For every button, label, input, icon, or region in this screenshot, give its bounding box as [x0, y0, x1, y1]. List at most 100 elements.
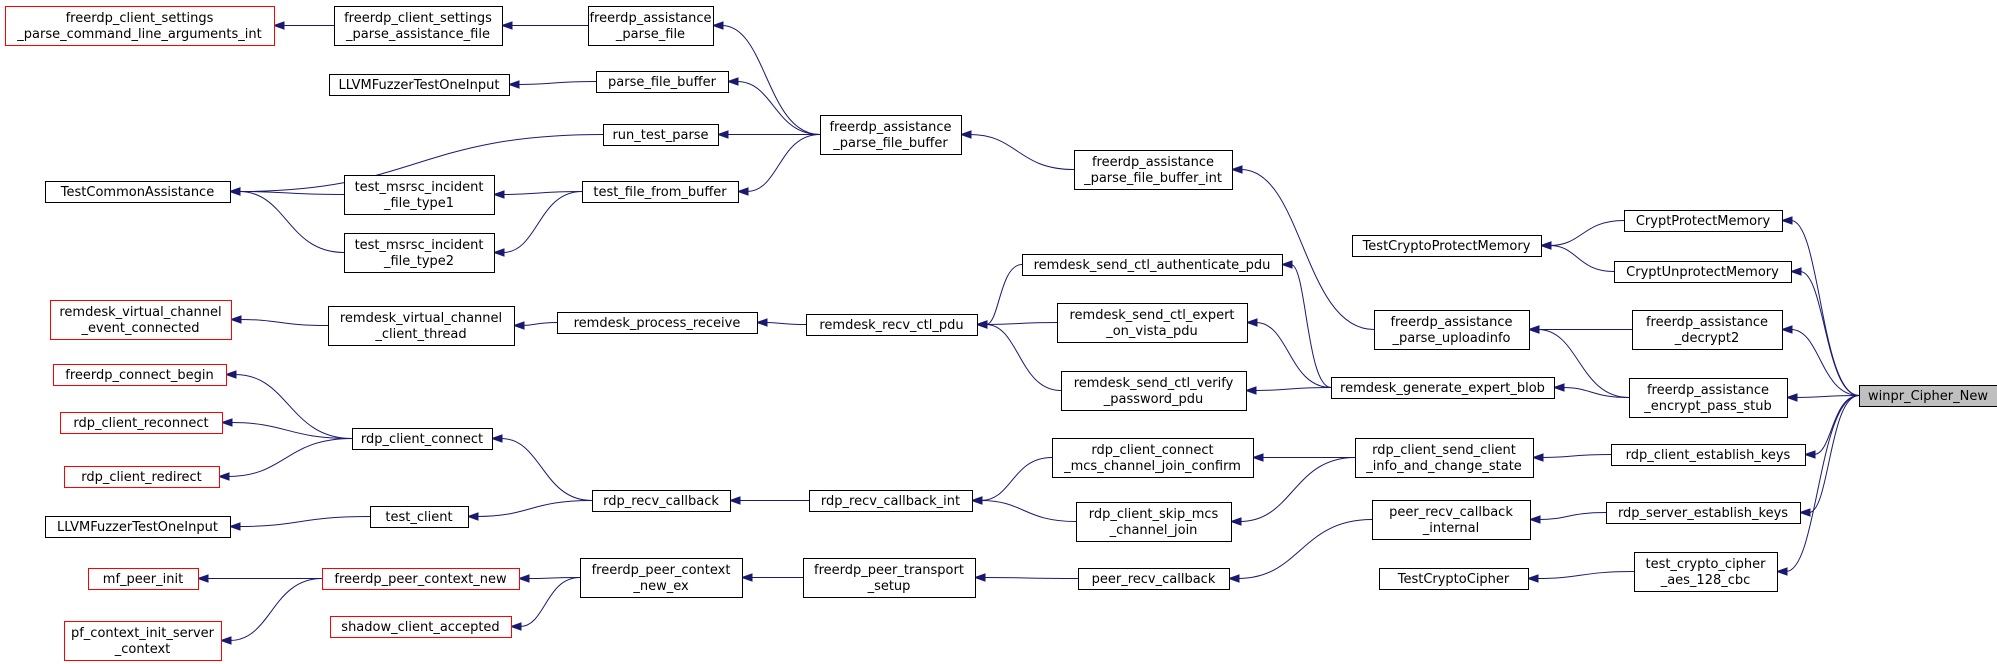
node-winpr_cipher_new[interactable]: winpr_Cipher_New: [1859, 385, 1997, 407]
node-test_crypto_protect[interactable]: TestCryptoProtectMemory: [1352, 235, 1542, 257]
node-llvm2[interactable]: LLVMFuzzerTestOneInput: [45, 516, 231, 538]
node-rcs_mcs_join[interactable]: rdp_client_skip_mcs_channel_join: [1076, 502, 1232, 542]
node-pf_context_init[interactable]: pf_context_init_server_context: [64, 621, 222, 661]
node-box: [53, 364, 227, 386]
node-remdesk_recv_ctl_pdu[interactable]: remdesk_recv_ctl_pdu: [806, 314, 978, 336]
node-shadow_client_accepted[interactable]: shadow_client_accepted: [330, 616, 512, 638]
node-box: [1052, 438, 1254, 478]
node-rdp_client_establish_keys[interactable]: rdp_client_establish_keys: [1611, 444, 1806, 466]
node-test_client[interactable]: test_client: [370, 506, 469, 528]
node-rsce_vista[interactable]: remdesk_send_ctl_expert_on_vista_pdu: [1057, 303, 1248, 343]
edge-rsce_vista-to-remdesk_generate: [1255, 322, 1332, 388]
edge-freerdp_connect_begin-to-rdp_client_connect: [234, 374, 353, 439]
node-label-line: rdp_recv_callback: [603, 494, 719, 509]
node-peer_recv_cb_internal[interactable]: peer_recv_callback_internal: [1372, 500, 1531, 540]
node-crypt_unprotect[interactable]: CryptUnprotectMemory: [1614, 261, 1792, 283]
node-rdp_client_connect[interactable]: rdp_client_connect: [352, 428, 493, 450]
arrowhead-fa_parse_file-to-fa_parse_file_buffer: [711, 21, 724, 30]
node-rsca_pdu[interactable]: remdesk_send_ctl_authenticate_pdu: [1022, 254, 1283, 276]
node-peer_recv_callback[interactable]: peer_recv_callback: [1078, 568, 1230, 590]
node-label-line: _event_connected: [80, 321, 199, 336]
node-rvce_connected[interactable]: remdesk_virtual_channel_event_connected: [50, 300, 232, 340]
edge-fpt_setup-to-peer_recv_callback: [983, 577, 1079, 579]
node-remdesk_process_receive[interactable]: remdesk_process_receive: [557, 312, 758, 334]
node-fpc_new_ex[interactable]: freerdp_peer_context_new_ex: [580, 558, 743, 598]
node-fa_encrypt_pass[interactable]: freerdp_assistance_encrypt_pass_stub: [1629, 378, 1788, 418]
node-tmi1[interactable]: test_msrsc_incident_file_type1: [344, 175, 495, 215]
node-run_test_parse[interactable]: run_test_parse: [603, 124, 719, 146]
node-tmi2[interactable]: test_msrsc_incident_file_type2: [344, 233, 495, 273]
node-fcs_parse_assist[interactable]: freerdp_client_settings_parse_assistance…: [334, 6, 503, 46]
node-rdp_client_redirect[interactable]: rdp_client_redirect: [64, 466, 220, 488]
node-label-line: _parse_command_line_arguments_int: [16, 27, 261, 42]
edge-rvc_client_thread-to-remdesk_process_receive: [522, 322, 558, 326]
node-label-line: freerdp_client_settings: [344, 11, 492, 26]
node-label-line: _new_ex: [632, 579, 689, 594]
arrowhead-crypt_unprotect-to-winpr_cipher_new: [1789, 267, 1802, 276]
node-parse_file_buffer[interactable]: parse_file_buffer: [596, 71, 729, 93]
node-label-line: mf_peer_init: [103, 572, 183, 587]
arrowhead-rdp_client_redirect-to-rdp_client_connect: [217, 472, 230, 481]
arrowhead-tmi1-to-test_file_from_buffer: [492, 190, 505, 199]
edge-test_common-to-tmi2: [238, 191, 345, 253]
node-label-line: _encrypt_pass_stub: [1643, 399, 1771, 414]
node-rccm_join_confirm[interactable]: rdp_client_connect_mcs_channel_join_conf…: [1052, 438, 1254, 478]
node-fa_parse_file[interactable]: freerdp_assistance_parse_file: [588, 6, 714, 46]
node-fa_parse_file_buffer_int[interactable]: freerdp_assistance_parse_file_buffer_int: [1074, 150, 1233, 190]
arrowhead-rvc_client_thread-to-remdesk_process_receive: [512, 321, 525, 330]
node-mf_peer_init[interactable]: mf_peer_init: [88, 568, 199, 590]
arrowhead-rdp_server_establish_keys-to-winpr_cipher_new: [1798, 508, 1811, 517]
arrowhead-fcs_parse_cli-to-fcs_parse_assist: [272, 21, 285, 30]
node-freerdp_connect_begin[interactable]: freerdp_connect_begin: [53, 364, 227, 386]
node-rscv_password[interactable]: remdesk_send_ctl_verify_password_pdu: [1061, 371, 1247, 411]
node-label-line: freerdp_assistance: [1646, 315, 1768, 330]
node-label-line: remdesk_send_ctl_authenticate_pdu: [1034, 258, 1271, 273]
node-box: [5, 6, 275, 46]
node-box: [45, 181, 231, 203]
node-label-line: _file_type1: [383, 196, 454, 211]
node-fa_parse_uploadinfo[interactable]: freerdp_assistance_parse_uploadinfo: [1374, 310, 1530, 350]
node-label-line: freerdp_assistance: [829, 120, 951, 135]
node-remdesk_generate[interactable]: remdesk_generate_expert_blob: [1331, 377, 1555, 399]
node-label-line: peer_recv_callback: [1092, 572, 1216, 587]
node-box: [1076, 502, 1232, 542]
arrowhead-test_crypto_protect-to-crypt_unprotect: [1539, 241, 1552, 250]
edge-remdesk_recv_ctl_pdu-to-rscv_password: [985, 324, 1062, 391]
node-label-line: _parse_assistance_file: [345, 27, 490, 42]
node-test_crypto_cipher[interactable]: TestCryptoCipher: [1379, 568, 1529, 590]
node-box: [592, 490, 731, 512]
edge-peer_recv_cb_internal-to-rdp_server_establish_keys: [1538, 512, 1607, 520]
node-crypt_protect[interactable]: CryptProtectMemory: [1624, 210, 1783, 232]
edge-fa_parse_file_buffer-to-fa_parse_file_buffer_int: [969, 134, 1075, 170]
node-fcs_parse_cli[interactable]: freerdp_client_settings_parse_command_li…: [5, 6, 275, 46]
node-rvc_client_thread[interactable]: remdesk_virtual_channel_client_thread: [328, 306, 515, 346]
node-box: [1074, 150, 1233, 190]
arrowhead-rvce_connected-to-rvc_client_thread: [229, 315, 242, 324]
node-rcsc_info[interactable]: rdp_client_send_client_info_and_change_s…: [1355, 438, 1534, 478]
node-box: [1611, 444, 1806, 466]
edge-fa_parse_file-to-fa_parse_file_buffer: [721, 25, 821, 135]
node-label-line: freerdp_connect_begin: [65, 368, 213, 383]
node-rdp_server_establish_keys[interactable]: rdp_server_establish_keys: [1606, 502, 1801, 524]
node-test_common[interactable]: TestCommonAssistance: [45, 181, 231, 203]
node-llvm1[interactable]: LLVMFuzzerTestOneInput: [329, 74, 510, 96]
node-fa_decrypt2[interactable]: freerdp_assistance_decrypt2: [1632, 310, 1783, 350]
node-test_file_from_buffer[interactable]: test_file_from_buffer: [582, 181, 739, 203]
arrowhead-rdp_client_establish_keys-to-winpr_cipher_new: [1803, 450, 1816, 459]
edge-fpc_new-to-fpc_new_ex: [527, 577, 581, 579]
node-box: [1624, 210, 1783, 232]
node-fpc_new[interactable]: freerdp_peer_context_new: [322, 568, 520, 590]
node-rdp_recv_callback[interactable]: rdp_recv_callback: [592, 490, 731, 512]
node-fpt_setup[interactable]: freerdp_peer_transport_setup: [803, 558, 976, 598]
node-label-line: _info_and_change_state: [1365, 459, 1522, 474]
edges-layer: [196, 21, 1860, 645]
node-fa_parse_file_buffer[interactable]: freerdp_assistance_parse_file_buffer: [820, 115, 962, 155]
node-box: [50, 300, 232, 340]
edge-rdp_client_establish_keys-to-winpr_cipher_new: [1813, 395, 1860, 455]
node-box: [352, 428, 493, 450]
node-rdp_recv_callback_int[interactable]: rdp_recv_callback_int: [809, 490, 973, 512]
node-label-line: LLVMFuzzerTestOneInput: [57, 520, 218, 535]
node-rdp_client_reconnect[interactable]: rdp_client_reconnect: [60, 412, 223, 434]
node-tcc_aes[interactable]: test_crypto_cipher_aes_128_cbc: [1634, 552, 1778, 592]
